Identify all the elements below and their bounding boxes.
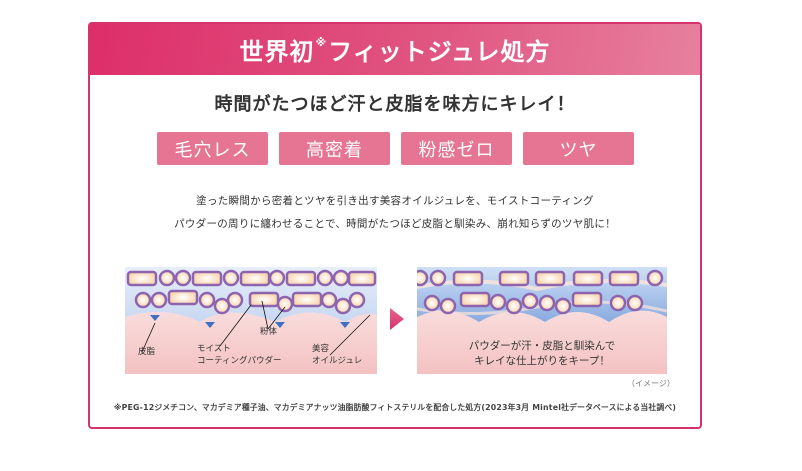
panel-header: 世界初※フィットジュレ処方: [90, 24, 700, 75]
subtitle: 時間がたつほど汗と皮脂を味方にキレイ！: [214, 94, 576, 115]
after-caption-line-1: パウダーが汗・皮脂と馴染んで: [468, 340, 616, 352]
label-powder: 粉体: [260, 327, 278, 337]
label-jelly-line-2: オイルジュレ: [312, 356, 363, 366]
panel-title: 世界初※フィットジュレ処方: [239, 32, 550, 67]
leader-lines: [141, 300, 371, 356]
tag-glow: ツヤ: [523, 132, 634, 165]
label-moist-line-2: コーティングパウダー: [197, 356, 282, 366]
powder-particles: [126, 269, 377, 315]
description: 塗った瞬間から密着とツヤを引き出す美容オイルジュレを、モイストコーティング パウ…: [90, 190, 700, 236]
after-caption: パウダーが汗・皮脂と馴染んで キレイな仕上がりをキープ！: [417, 339, 667, 369]
skin-layer: [417, 310, 667, 374]
description-line-1: 塗った瞬間から密着とツヤを引き出す美容オイルジュレを、モイストコーティング: [196, 195, 594, 207]
tag-zero-powdery: 粉感ゼロ: [401, 132, 512, 165]
arrow-right-icon: [390, 308, 404, 330]
after-caption-line-2: キレイな仕上がりをキープ！: [474, 355, 610, 367]
title-prefix: 世界初: [239, 38, 315, 66]
powder-particles: [417, 269, 664, 315]
title-footnote-mark: ※: [315, 36, 328, 49]
label-beauty-oil-jelly: 美容 オイルジュレ: [312, 343, 362, 367]
feature-panel: 世界初※フィットジュレ処方 時間がたつほど汗と皮脂を味方にキレイ！ 毛穴レス 高…: [88, 22, 702, 429]
label-jelly-line-1: 美容: [312, 344, 330, 354]
description-line-2: パウダーの周りに纏わせることで、時間がたつほど皮脂と馴染み、崩れ知らずのツヤ肌に…: [174, 218, 616, 230]
image-note: （イメージ）: [627, 379, 675, 388]
illustration-before: [125, 267, 377, 374]
title-suffix: フィットジュレ処方: [328, 38, 551, 66]
label-sebum: 皮脂: [138, 347, 156, 357]
tag-pore-less: 毛穴レス: [157, 132, 268, 165]
illustration-after: [417, 267, 667, 374]
label-moist-coating-powder: モイスト コーティングパウダー: [197, 343, 282, 367]
label-moist-line-1: モイスト: [197, 344, 231, 354]
footnote: ※PEG-12ジメチコン、マカデミア種子油、マカデミアナッツ油脂肪酸フィトステリ…: [113, 403, 677, 412]
feature-tags: 毛穴レス 高密着 粉感ゼロ ツヤ: [157, 132, 634, 165]
tag-high-adhesion: 高密着: [279, 132, 390, 165]
skin-layer: [125, 312, 377, 374]
